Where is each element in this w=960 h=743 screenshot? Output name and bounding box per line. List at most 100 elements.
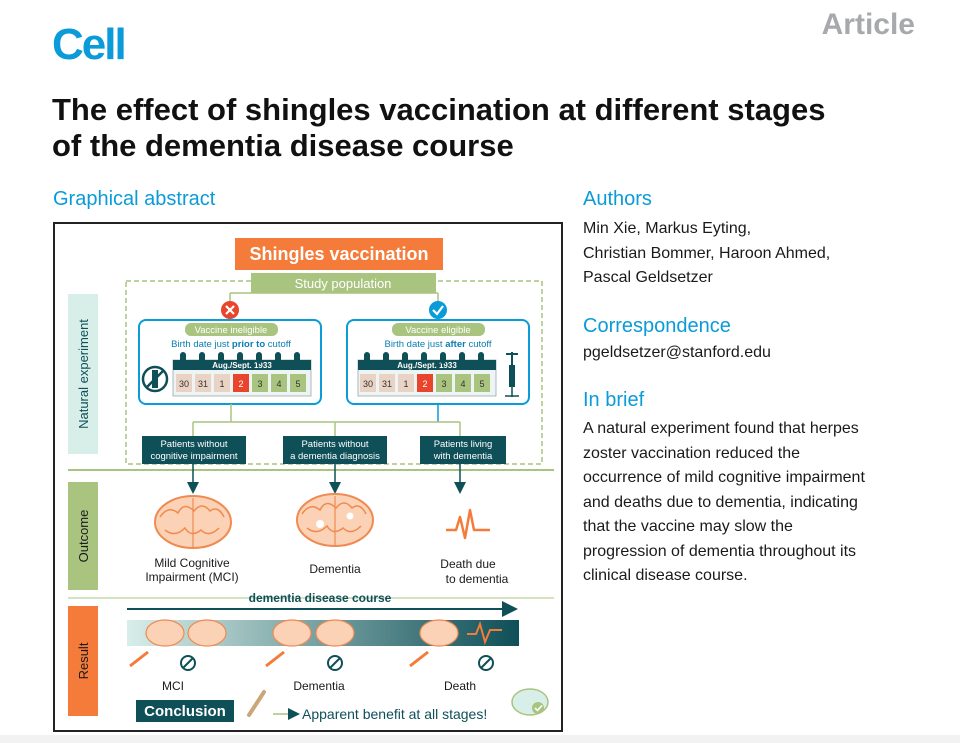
right-description: Birth date just after cutoff — [384, 339, 491, 350]
inbrief-line: that the vaccine may slow the — [583, 518, 793, 535]
left-calendar-calendar-ring — [275, 352, 281, 364]
authors-line: Pascal Geldsetzer — [583, 269, 713, 286]
authors-line: Min Xie, Markus Eyting, — [583, 220, 752, 237]
inbrief-line: progression of dementia throughout its — [583, 542, 857, 560]
inbrief-text: A natural experiment found that herpes z… — [583, 417, 865, 589]
svg-text:a dementia diagnosis: a dementia diagnosis — [290, 451, 380, 462]
left-calendar-calendar-ring — [199, 352, 205, 364]
right-calendar-day-cell — [398, 374, 414, 392]
graphical-abstract-svg: Natural experiment Outcome Result Shingl… — [68, 238, 554, 722]
result-syringe-1 — [129, 650, 149, 668]
right-calendar-calendar-ring — [383, 352, 389, 364]
svg-text:Patients without: Patients without — [160, 439, 227, 450]
left-eligibility-panel — [138, 319, 322, 405]
left-calendar-day-cell — [214, 374, 230, 392]
right-calendar-day-cell — [379, 374, 395, 392]
right-calendar-calendar-ring — [402, 352, 408, 364]
right-calendar-day-cell — [474, 374, 490, 392]
left-calendar-calendar-ring — [218, 352, 224, 364]
left-description: Birth date just prior to cutoff — [171, 339, 291, 350]
graphical-abstract-heading: Graphical abstract — [53, 188, 216, 210]
right-calendar-day-cell — [455, 374, 471, 392]
right-calendar-calendar-ring — [478, 352, 484, 364]
right-calendar-day-label: 31 — [382, 379, 392, 389]
group-box-1: Patients without cognitive impairment — [142, 436, 246, 464]
check-icon — [429, 301, 447, 319]
right-calendar-day-cell — [436, 374, 452, 392]
left-calendar-day-label: 30 — [179, 379, 189, 389]
result-no-icon-3 — [478, 655, 494, 671]
right-calendar-day-label: 3 — [441, 379, 446, 389]
left-calendar-day-label: 2 — [238, 379, 243, 389]
left-calendar-day-cell — [271, 374, 287, 392]
result-syringe-3 — [409, 650, 429, 668]
right-calendar-day-label: 5 — [479, 379, 484, 389]
authors-line: Christian Bommer, Haroon Ahmed, — [583, 244, 831, 262]
left-calendar-day-cell — [233, 374, 249, 392]
side-label-result: Result — [76, 642, 91, 679]
no-vaccine-icon — [141, 365, 169, 393]
result-brain-2 — [272, 619, 355, 647]
left-calendar-calendar-ring — [294, 352, 300, 364]
inbrief-heading: In brief — [583, 389, 645, 411]
result-no-icon-1 — [180, 655, 196, 671]
conclusion-text: Apparent benefit at all stages! — [302, 706, 487, 722]
ecg-death-icon — [446, 508, 490, 540]
right-calendar-day-label: 4 — [460, 379, 465, 389]
study-population-label-box — [251, 273, 436, 293]
right-calendar-calendar-ring — [364, 352, 370, 364]
right-calendar-day-cell — [417, 374, 433, 392]
left-status: Vaccine ineligible — [195, 325, 268, 336]
brain-dementia-icon — [296, 493, 374, 547]
group-box-3: Patients living with dementia — [420, 436, 506, 464]
correspondence-heading: Correspondence — [583, 315, 731, 337]
result-brain-3 — [419, 619, 502, 647]
group-box-2: Patients without a dementia diagnosis — [283, 436, 387, 464]
inbrief-line: zoster vaccination reduced the — [583, 444, 801, 462]
authors-heading: Authors — [583, 188, 652, 210]
inbrief-line: A natural experiment found that herpes — [583, 420, 859, 437]
svg-text:with dementia: with dementia — [433, 451, 493, 462]
left-calendar-day-cell — [195, 374, 211, 392]
side-bar-result — [68, 606, 98, 716]
side-label-natural: Natural experiment — [76, 319, 91, 429]
page-footer-strip — [0, 735, 960, 743]
left-calendar-day-label: 31 — [198, 379, 208, 389]
right-calendar-day-cell — [360, 374, 376, 392]
svg-text:cognitive impairment: cognitive impairment — [150, 451, 237, 462]
journal-logo: Cell — [52, 20, 127, 69]
left-calendar-calendar-ring — [256, 352, 262, 364]
side-label-outcome: Outcome — [76, 510, 91, 563]
title-line-1: The effect of shingles vaccination at di… — [52, 92, 826, 127]
inbrief-line: clinical disease course. — [583, 567, 748, 584]
right-calendar-calendar-ring — [459, 352, 465, 364]
result-label-death: Death — [444, 679, 476, 693]
course-label: dementia disease course — [249, 591, 392, 605]
left-calendar-day-cell — [176, 374, 192, 392]
article-title: The effect of shingles vaccination at di… — [52, 92, 932, 164]
right-calendar-calendar-ring — [440, 352, 446, 364]
left-calendar-calendar-ring — [180, 352, 186, 364]
outcome-mci-line1: Mild Cognitive — [154, 556, 230, 570]
inbrief-line: and deaths due to dementia, indicating — [583, 493, 858, 511]
inbrief-line: occurrence of mild cognitive impairment — [583, 469, 865, 486]
result-brain-1 — [145, 619, 227, 647]
graphical-abstract-figure: Natural experiment Outcome Result Shingl… — [53, 222, 563, 732]
syringe-icon — [505, 352, 519, 397]
outcome-death-line2: to dementia — [446, 572, 509, 586]
left-calendar-day-label: 5 — [295, 379, 300, 389]
side-bar-outcome — [68, 482, 98, 590]
result-no-icon-2 — [327, 655, 343, 671]
right-calendar-day-label: 1 — [403, 379, 408, 389]
shingles-banner — [235, 238, 443, 270]
conclusion-label: Conclusion — [144, 703, 226, 720]
correspondence-email[interactable]: pgeldsetzer@stanford.edu — [583, 344, 771, 361]
right-calendar-day-label: 30 — [363, 379, 373, 389]
right-calendar-day-label: 2 — [422, 379, 427, 389]
outcome-mci-line2: Impairment (MCI) — [145, 570, 238, 584]
brain-mci-icon — [154, 495, 232, 549]
svg-text:Patients without: Patients without — [301, 439, 368, 450]
left-calendar-day-label: 1 — [219, 379, 224, 389]
